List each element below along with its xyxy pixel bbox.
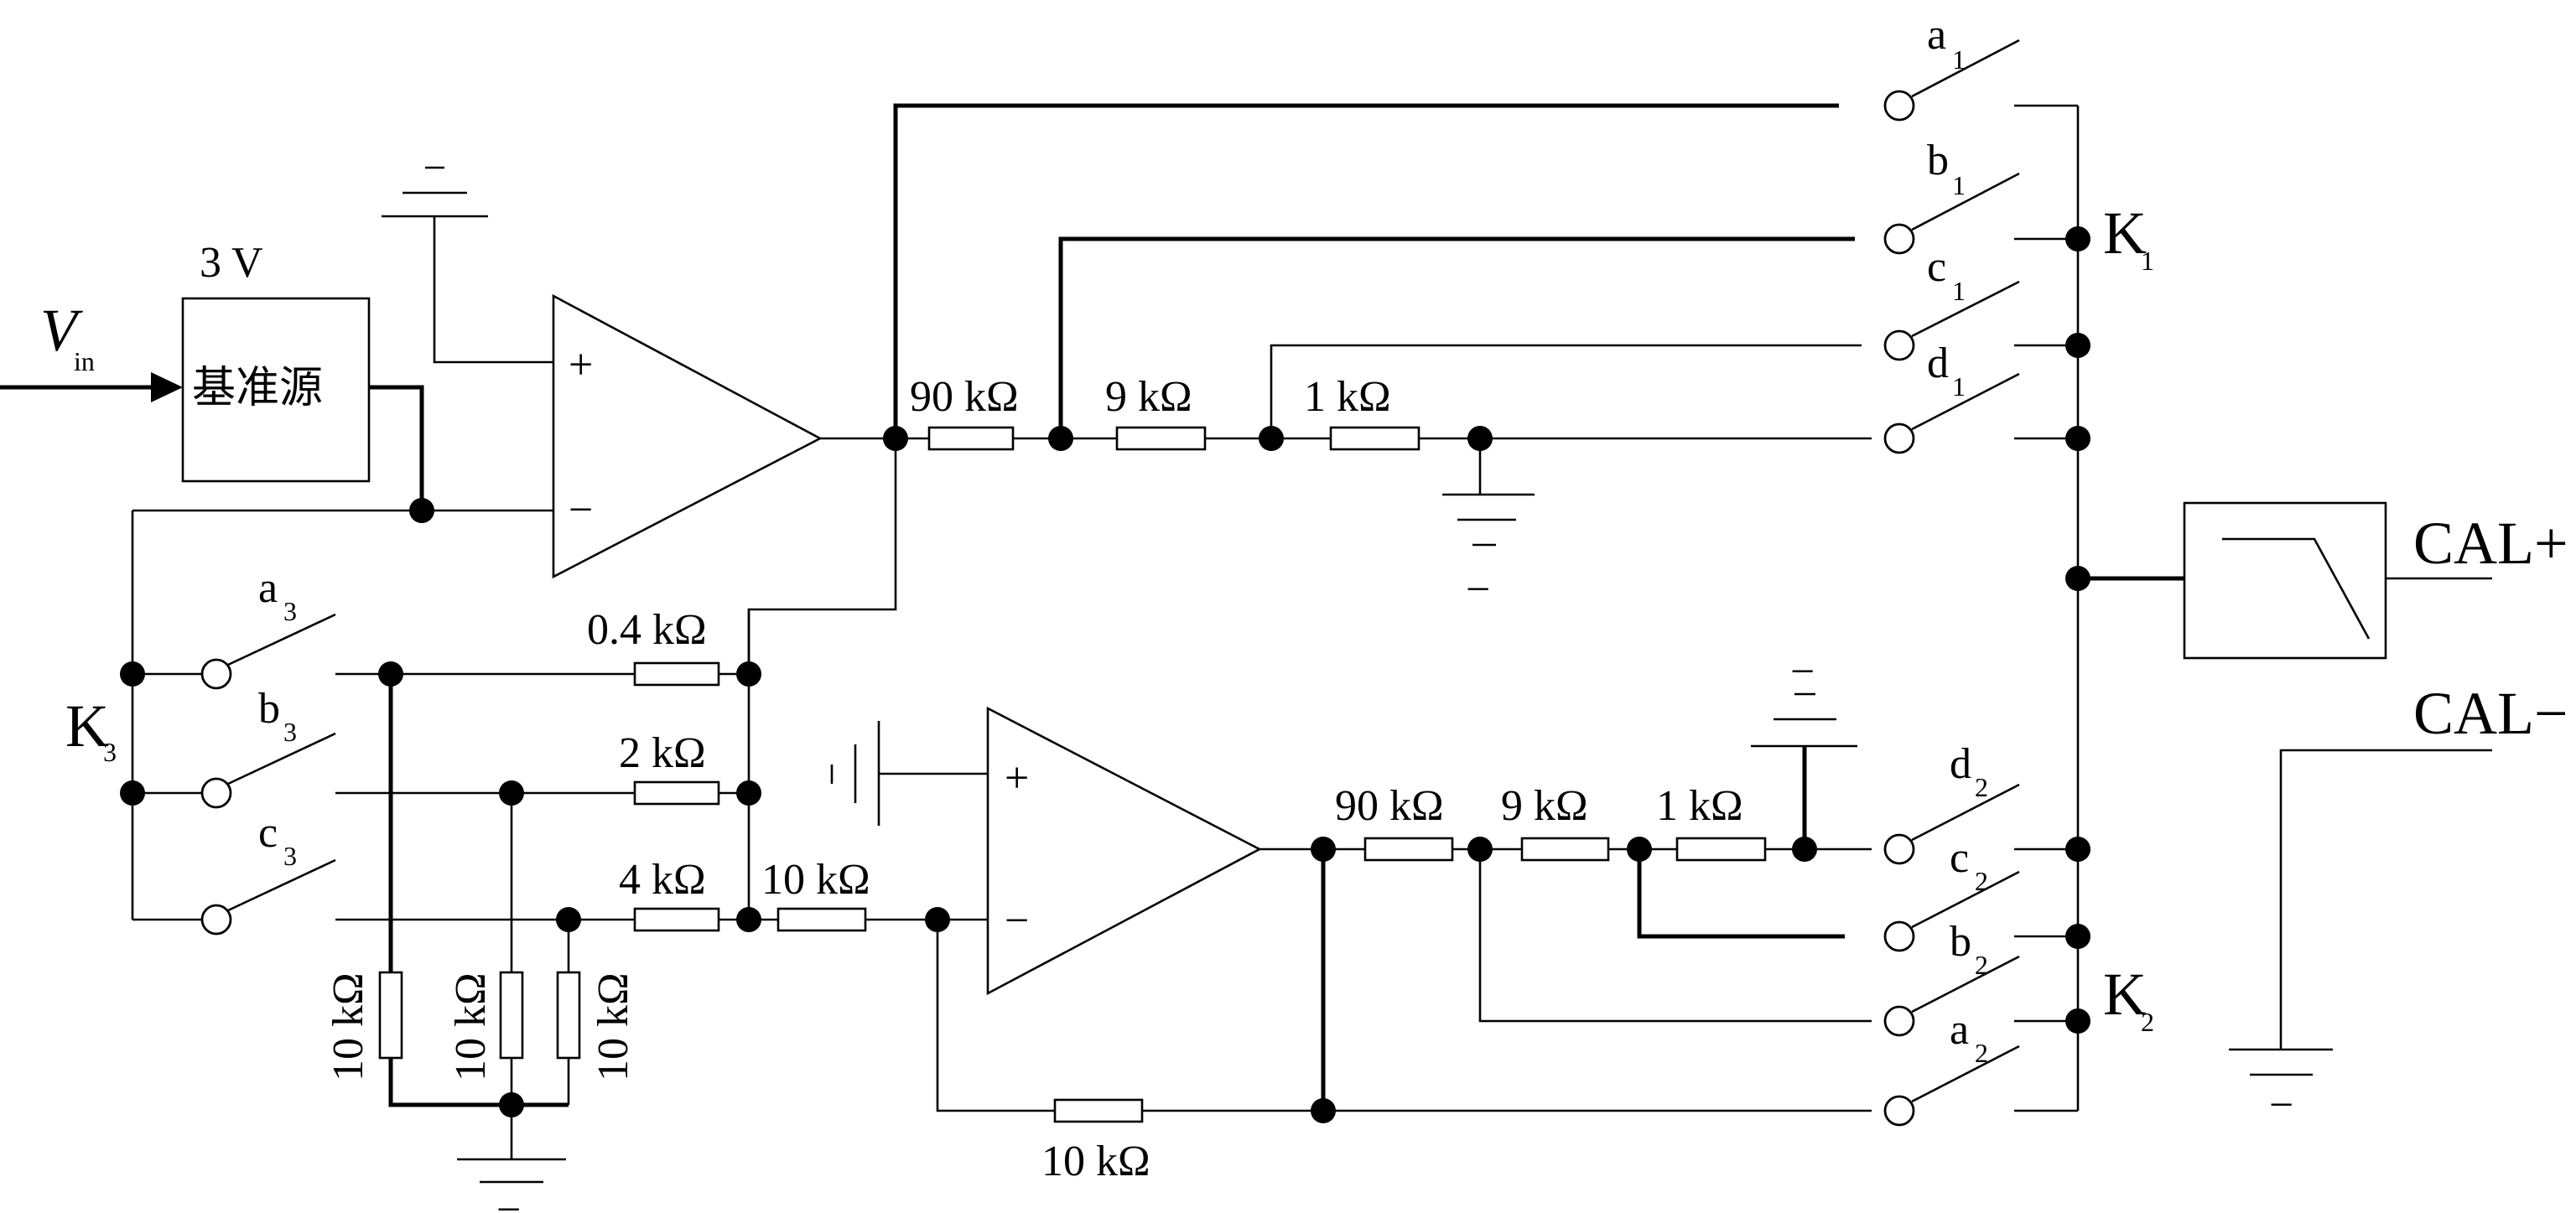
- resistor-2k: [633, 780, 720, 806]
- ground-symbol-upper-opamp: [382, 166, 553, 364]
- ground-label-upper-divider: −: [1466, 566, 1490, 614]
- k1-name: K: [2103, 200, 2147, 267]
- label-lower-1k: 1 kΩ: [1656, 782, 1743, 830]
- opamp-upper-minus: −: [569, 486, 593, 534]
- k1-c-sub: 1: [1952, 276, 1966, 306]
- k2-a-sub: 2: [1975, 1038, 1988, 1068]
- k3-b-letter: b: [258, 685, 280, 733]
- k1-a-sub: 1: [1952, 44, 1966, 75]
- label-shunt-3: 10 kΩ: [589, 972, 637, 1081]
- resistor-lower-1k: [1675, 837, 1767, 862]
- k3-a-sub: 3: [283, 596, 297, 626]
- k3-a-letter: a: [258, 564, 278, 612]
- resistor-4k: [633, 907, 720, 932]
- resistor-0-4k: [633, 661, 720, 687]
- k3-c-sub: 3: [283, 841, 297, 871]
- k2-d-sub: 2: [1975, 772, 1988, 802]
- k2-d-letter: d: [1950, 740, 1971, 788]
- k2-name: K: [2103, 961, 2147, 1028]
- k1-sub: 1: [2141, 246, 2154, 276]
- cal-minus-label: CAL−: [2413, 680, 2568, 747]
- cal-minus-wiring: [2229, 749, 2492, 1076]
- label-shunt-2: 10 kΩ: [447, 972, 495, 1081]
- reference-wiring: [120, 385, 553, 920]
- k3-sub: 3: [103, 737, 117, 767]
- reference-voltage-label: 3 V: [200, 239, 263, 287]
- k2-c-sub: 2: [1975, 866, 1988, 896]
- resistor-upper-1k: [1329, 426, 1420, 451]
- resistor-feedback-10k: [1053, 1098, 1144, 1123]
- k1-a-letter: a: [1927, 11, 1946, 59]
- ground-label-shunt: −: [496, 1186, 521, 1213]
- resistor-series-10k: [776, 907, 867, 932]
- input-arrow: [0, 372, 183, 402]
- k2-a-letter: a: [1950, 1006, 1969, 1054]
- input-subscript: in: [74, 346, 95, 376]
- label-upper-1k: 1 kΩ: [1304, 373, 1391, 421]
- label-2k: 2 kΩ: [619, 729, 706, 777]
- opamp-upper: [552, 293, 823, 579]
- opamp-lower-minus: −: [1005, 897, 1029, 945]
- ground-symbol-lower-opamp: [830, 721, 988, 826]
- label-4k: 4 kΩ: [619, 856, 706, 904]
- k2-c-letter: c: [1950, 834, 1969, 882]
- resistor-upper-90k: [927, 426, 1015, 451]
- k1-c-letter: c: [1927, 243, 1946, 291]
- k1-b-sub: 1: [1952, 170, 1966, 200]
- label-lower-9k: 9 kΩ: [1501, 782, 1588, 830]
- resistor-shunt-1: [378, 971, 403, 1060]
- switch-k1: [1883, 39, 2090, 1111]
- label-0-4k: 0.4 kΩ: [587, 606, 707, 654]
- k3-b-sub: 3: [283, 717, 297, 747]
- k1-d-sub: 1: [1952, 371, 1966, 402]
- output-filter: [2078, 501, 2492, 660]
- switch-k3: [132, 613, 336, 936]
- k2-b-sub: 2: [1975, 950, 1988, 980]
- label-feedback-10k: 10 kΩ: [1041, 1138, 1150, 1185]
- label-series-10k: 10 kΩ: [761, 856, 870, 904]
- reference-block-label: 基准源: [192, 365, 323, 412]
- opamp-upper-plus: +: [569, 341, 593, 389]
- input-label: V: [40, 297, 83, 364]
- k1-b-letter: b: [1927, 137, 1949, 184]
- k3-c-letter: c: [258, 809, 278, 857]
- resistor-lower-90k: [1363, 837, 1454, 862]
- ground-label-cal: −: [2269, 1081, 2293, 1129]
- switch-k2: [1883, 783, 2090, 1127]
- lower-divider-wiring: [1259, 692, 1872, 1123]
- resistor-shunt-2: [499, 971, 524, 1060]
- resistor-upper-9k: [1115, 426, 1207, 451]
- reference-block: [181, 297, 371, 483]
- opamp-lower: [986, 706, 1262, 996]
- cal-plus-label: CAL+: [2413, 510, 2568, 577]
- ground-label-lower-divider: −: [1790, 648, 1815, 696]
- resistor-shunt-3: [556, 971, 581, 1060]
- opamp-lower-plus: +: [1005, 754, 1029, 802]
- feedback-network-wiring: [335, 609, 1872, 1184]
- k2-sub: 2: [2141, 1007, 2154, 1037]
- resistor-lower-9k: [1520, 837, 1610, 862]
- label-upper-90k: 90 kΩ: [910, 373, 1019, 421]
- label-upper-9k: 9 kΩ: [1105, 373, 1192, 421]
- k2-b-letter: b: [1950, 918, 1971, 966]
- label-shunt-1: 10 kΩ: [325, 972, 372, 1081]
- k1-d-letter: d: [1927, 340, 1949, 387]
- label-lower-90k: 90 kΩ: [1335, 782, 1444, 830]
- k3-name: K: [65, 692, 109, 759]
